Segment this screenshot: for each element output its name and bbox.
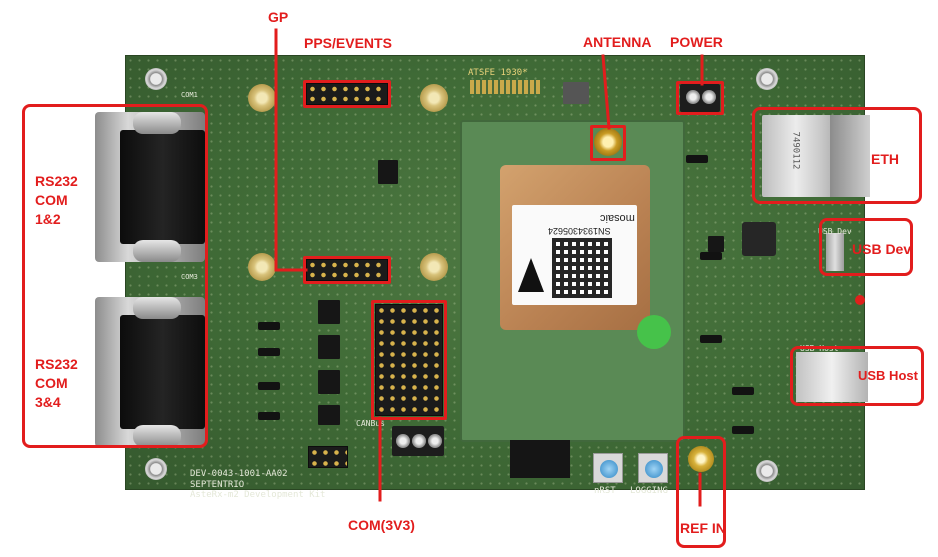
mounting-hole <box>145 458 167 480</box>
jumper <box>686 155 708 163</box>
jumper <box>732 426 754 434</box>
ref-in-sma-connector <box>688 446 714 472</box>
jumper <box>258 412 280 420</box>
rs232-highlight-box <box>22 104 208 448</box>
rs232-com12-line-1: RS232 <box>35 173 78 189</box>
rs232-com34-label: RS232 COM 3&4 <box>35 355 78 412</box>
mounting-hole <box>145 68 167 90</box>
jumper <box>700 335 722 343</box>
antenna-leader-line <box>601 54 611 130</box>
com1-silk: COM1 <box>181 91 198 99</box>
ref-in-highlight-box <box>676 436 726 548</box>
db9-connector-top <box>95 112 205 262</box>
antenna-label: ANTENNA <box>583 34 652 50</box>
ic-chip <box>708 236 724 252</box>
rs232-com34-line-2: COM <box>35 375 68 391</box>
eth-highlight-box <box>752 107 922 204</box>
jumper <box>258 348 280 356</box>
nrst-button <box>593 453 623 483</box>
ic-chip <box>318 300 340 324</box>
ic-chip <box>318 370 340 394</box>
green-marker <box>637 315 671 349</box>
logging-button <box>638 453 668 483</box>
jumper <box>258 322 280 330</box>
board-fw-text: ATSFE 1930* <box>468 68 528 78</box>
screw-icon <box>396 434 410 448</box>
gold-pad <box>248 253 276 281</box>
com3v3-highlight-box <box>371 300 447 420</box>
usb-dev-port <box>826 233 844 271</box>
gp-highlight-box <box>303 256 391 284</box>
antenna-connector <box>594 128 622 156</box>
rs232-com34-line-3: 3&4 <box>35 394 61 410</box>
gp-label: GP <box>268 9 289 25</box>
rs232-com12-line-2: COM <box>35 192 68 208</box>
power-highlight-box <box>676 81 724 115</box>
screw-icon <box>686 90 700 104</box>
ic-chip <box>318 405 340 425</box>
rs232-com12-label: RS232 COM 1&2 <box>35 172 78 229</box>
com3v3-label: COM(3V3) <box>348 517 415 533</box>
logging-silk: LOGGING <box>630 486 668 496</box>
ic-chip <box>318 335 340 359</box>
gold-pad <box>420 253 448 281</box>
usb-dev-silk: USB Dev <box>818 227 852 236</box>
can-bus-silk: CANBus <box>356 419 385 428</box>
ic-chip <box>563 82 589 104</box>
ethernet-port-front <box>830 115 870 197</box>
board-product: AsteRx-m2 Development Kit <box>190 490 326 500</box>
rs232-com12-line-3: 1&2 <box>35 211 61 227</box>
gold-pad <box>420 84 448 112</box>
gp-header <box>306 259 388 281</box>
usb-host-highlight-box <box>790 346 924 406</box>
gp-leader-line <box>274 28 308 272</box>
sd-card-slot <box>510 440 570 478</box>
screw-icon <box>412 434 426 448</box>
antenna-highlight-box <box>590 125 626 161</box>
gold-pad <box>248 84 276 112</box>
nrst-silk: nRST <box>594 486 616 496</box>
ic-chip <box>378 160 398 184</box>
screw-icon <box>702 90 716 104</box>
qr-code <box>552 238 612 298</box>
jumper <box>732 387 754 395</box>
mounting-hole <box>756 68 778 90</box>
pps-events-header <box>306 83 388 105</box>
power-label: POWER <box>670 34 723 50</box>
db9-connector-bottom <box>95 297 205 447</box>
mounting-hole <box>756 460 778 482</box>
usb-dev-highlight-box <box>819 218 913 276</box>
pps-events-label: PPS/EVENTS <box>304 35 392 51</box>
com3v3-header <box>375 304 443 416</box>
com3-silk: COM3 <box>181 273 198 281</box>
screw-icon <box>428 434 442 448</box>
gold-strip <box>470 80 540 94</box>
inductor <box>742 222 776 256</box>
board-part-number: DEV-0043-1001-AA02 <box>190 469 288 479</box>
pps-events-highlight-box <box>303 80 391 108</box>
usb-dev-label: USB Dev <box>852 241 912 257</box>
usb-host-port <box>796 352 868 402</box>
ref-in-label: REF IN <box>680 520 726 536</box>
jumper <box>700 252 722 260</box>
red-led <box>855 295 865 305</box>
jumper <box>258 382 280 390</box>
eth-label: ETH <box>871 151 899 167</box>
board-brand: SEPTENTRIO <box>190 480 245 490</box>
rs232-com34-line-1: RS232 <box>35 356 78 372</box>
aux-header <box>308 446 348 468</box>
usb-host-label: USB Host <box>858 368 918 383</box>
